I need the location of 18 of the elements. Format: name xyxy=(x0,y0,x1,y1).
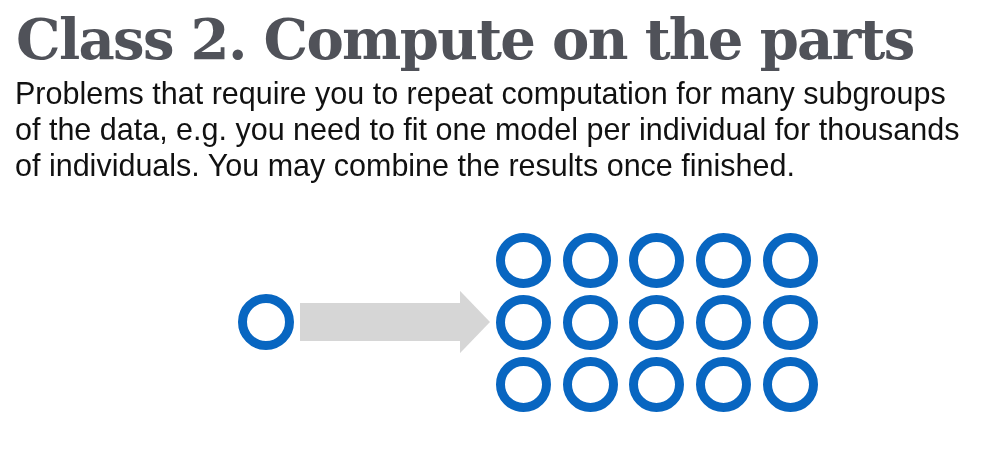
circle-ring xyxy=(496,294,551,350)
circle-ring xyxy=(696,356,752,412)
circle-ring xyxy=(762,356,818,412)
block-arrow xyxy=(300,290,490,354)
description-text: Problems that require you to repeat computation for many subgroups of the data, e.g. you need to fit one model per individual for thousands of individuals. You may combine the results once finished. xyxy=(15,75,961,183)
circle-ring xyxy=(762,294,818,350)
circle-ring xyxy=(496,356,551,412)
circle-ring xyxy=(629,294,685,350)
circle-ring xyxy=(629,356,685,412)
circle-ring xyxy=(238,294,294,350)
circle-ring xyxy=(696,232,752,288)
circle-ring xyxy=(496,232,551,288)
circle-ring xyxy=(629,232,685,288)
circle-ring xyxy=(562,294,618,350)
circle-ring xyxy=(696,294,752,350)
circle-ring xyxy=(562,356,618,412)
circle-ring xyxy=(562,232,618,288)
circle-ring xyxy=(762,232,818,288)
